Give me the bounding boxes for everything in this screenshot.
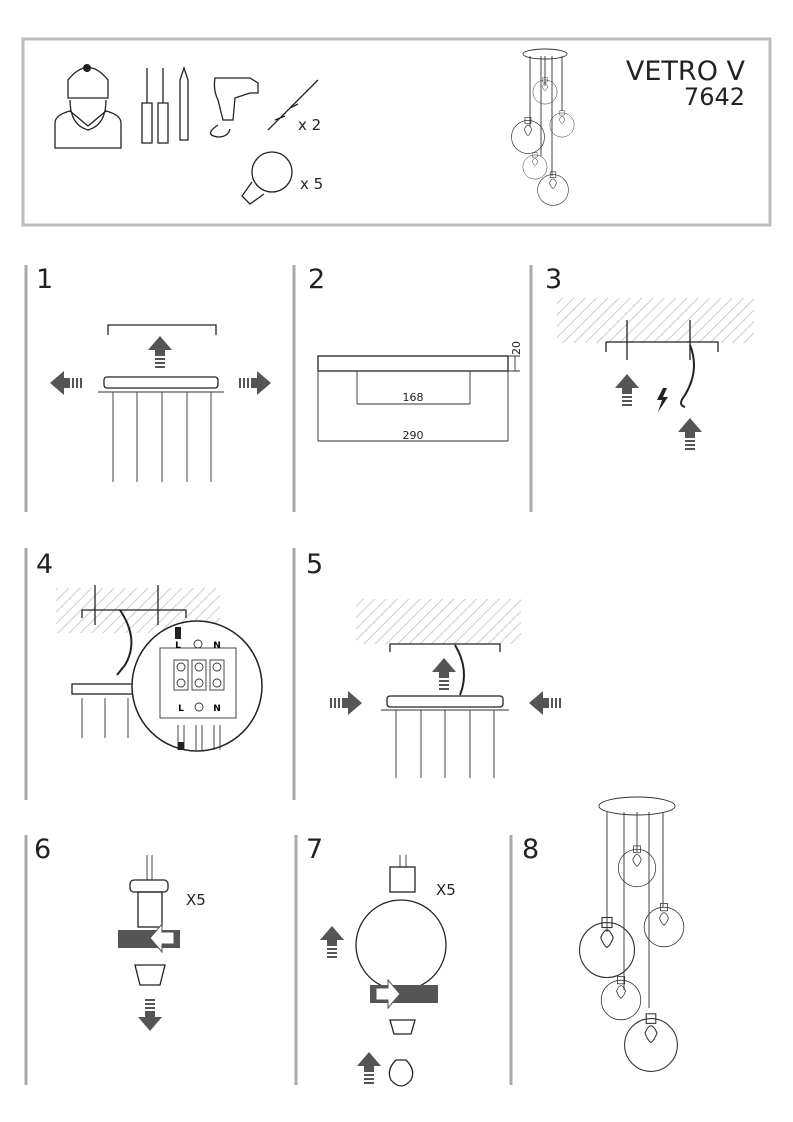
- screwdriver-icon: [141, 68, 169, 144]
- installer-icon: [54, 64, 122, 149]
- step-number: 2: [308, 264, 325, 295]
- step-1: 1: [36, 264, 271, 482]
- assembled-chandelier-illustration: [578, 796, 685, 1072]
- step-5: 5: [306, 549, 561, 778]
- terminal-live-label: L: [175, 641, 181, 651]
- panel-dividers: [24, 265, 533, 1085]
- step-3: 3: [545, 264, 754, 450]
- drill-icon: [209, 77, 259, 138]
- step-number: 5: [306, 549, 323, 580]
- terminal-live-label-bottom: L: [178, 704, 184, 714]
- step-4: 4 L N L N: [36, 549, 263, 752]
- bulb-quantity: x 5: [300, 175, 323, 193]
- step-number: 6: [34, 834, 51, 865]
- quantity-label: X5: [436, 881, 456, 899]
- step-number: 7: [306, 834, 323, 865]
- terminal-neutral-label-bottom: N: [213, 704, 221, 714]
- hole-spacing-dimension: 168: [403, 391, 424, 404]
- chandelier-icon: [511, 48, 575, 206]
- step-number: 1: [36, 264, 53, 295]
- product-name: VETRO V: [626, 56, 746, 87]
- step-2: 2 168 290 20: [308, 264, 523, 442]
- product-code: 7642: [684, 83, 745, 111]
- step-8: 8: [522, 796, 685, 1072]
- height-dimension: 20: [510, 341, 523, 355]
- wall-anchor-icon: [267, 79, 319, 131]
- quantity-label: X5: [186, 891, 206, 909]
- light-bulb-icon: [241, 151, 293, 205]
- anchor-quantity: x 2: [298, 116, 321, 134]
- length-dimension: 290: [403, 429, 424, 442]
- terminal-neutral-label: N: [213, 641, 221, 651]
- pencil-icon: [179, 65, 189, 141]
- step-number: 3: [545, 264, 562, 295]
- step-6: 6 X5: [34, 834, 206, 1031]
- step-number: 8: [522, 834, 539, 865]
- step-7: 7 X5: [306, 834, 456, 1087]
- header-panel: x 2 x 5 VETRO V 7642: [21, 37, 772, 227]
- step-number: 4: [36, 549, 53, 580]
